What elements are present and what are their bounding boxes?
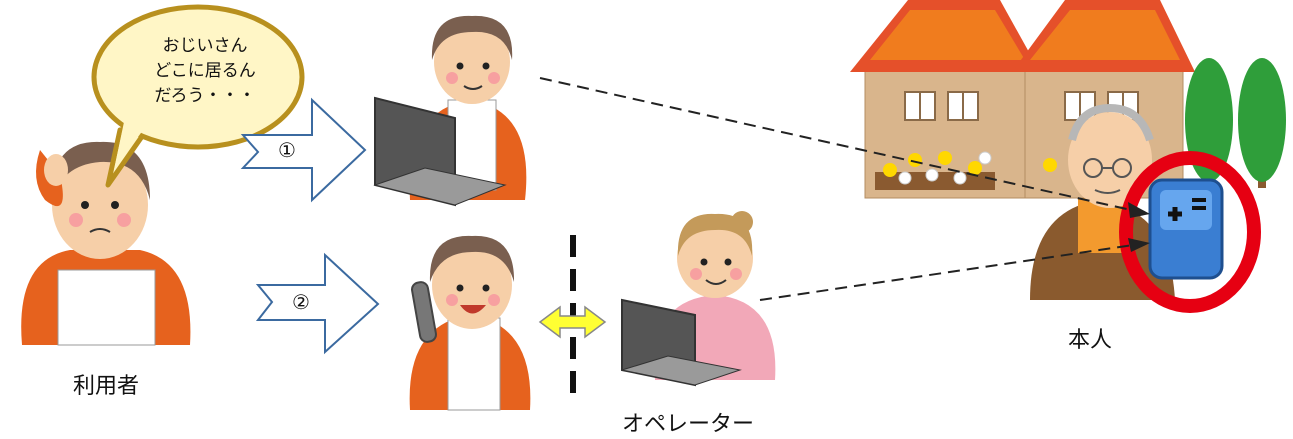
- woman-with-laptop-icon: [373, 15, 527, 207]
- trees-icon: [1185, 58, 1286, 188]
- tracking-arrowhead-bottom: [1128, 238, 1150, 252]
- step2-arrow: [255, 252, 380, 355]
- operator-with-laptop-icon: [621, 211, 776, 387]
- gps-device-icon: [1148, 178, 1224, 280]
- exchange-arrow-icon: [538, 305, 607, 339]
- tracking-lines: [539, 77, 1141, 301]
- woman-on-phone-icon: [409, 235, 531, 411]
- worried-woman-icon: [21, 141, 191, 346]
- step2-label: ②: [292, 290, 310, 314]
- highlight-ring: [1119, 151, 1261, 313]
- user-label: 利用者: [73, 374, 140, 399]
- speech-bubble: [91, 4, 305, 188]
- speech-line-1: おじいさん: [162, 36, 248, 56]
- step1-arrow: [240, 97, 367, 203]
- person-label: 本人: [1068, 328, 1113, 353]
- speech-line-3: だろう・・・: [154, 86, 256, 106]
- tracking-arrowhead-top: [1128, 202, 1150, 218]
- operator-label: オペレーター: [622, 412, 755, 437]
- speech-bubble-text: おじいさん どこに居るん だろう・・・: [120, 34, 290, 109]
- step1-label: ①: [278, 138, 296, 162]
- speech-line-2: どこに居るん: [154, 61, 256, 81]
